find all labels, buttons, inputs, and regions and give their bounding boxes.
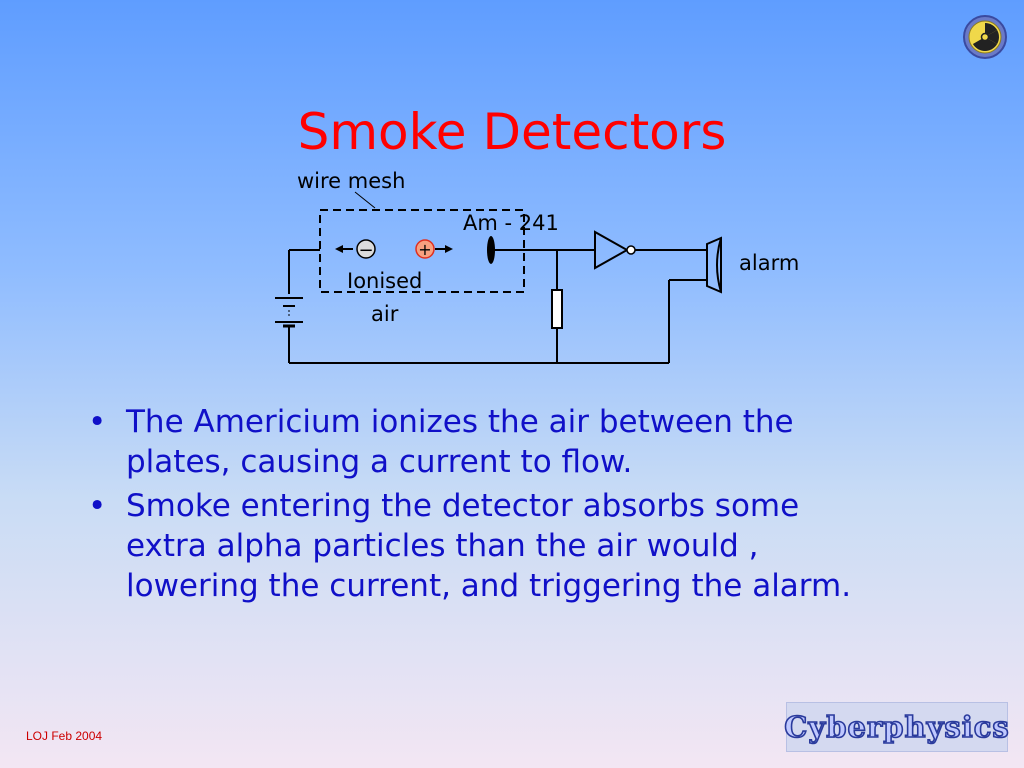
cyberphysics-logo: Cyberphysics [783, 702, 1010, 752]
bullet-text: The Americium ionizes the air between th… [126, 404, 794, 480]
minus-sign: − [358, 240, 373, 261]
footer-date: LOJ Feb 2004 [26, 729, 103, 743]
logo-text: Cyberphysics [783, 709, 1010, 745]
mesh-pointer-line [354, 191, 376, 209]
am241-label: Am - 241 [463, 211, 559, 235]
plus-sign: + [418, 240, 431, 259]
americium-source [487, 236, 495, 264]
bullet-glyph: • [88, 488, 107, 524]
bullet-item: • The Americium ionizes the air between … [88, 402, 878, 482]
positive-ion-icon: + [415, 239, 453, 259]
bullet-text: Smoke entering the detector absorbs some… [126, 488, 852, 604]
ionised-label: Ionised [347, 269, 422, 293]
air-label: air [371, 302, 399, 326]
speaker-icon [706, 236, 722, 294]
alarm-label: alarm [739, 251, 799, 275]
resistor-icon [551, 289, 563, 329]
wire-mesh-label: wire mesh [297, 169, 405, 193]
smoke-detector-circuit-diagram: − + wire mesh Am - 241 Ionised air alarm [275, 169, 799, 364]
radiation-icon [963, 15, 1007, 59]
bullet-list: • The Americium ionizes the air between … [88, 402, 878, 610]
negative-ion-icon: − [335, 239, 376, 261]
inverter-icon [594, 230, 636, 270]
slide-title: Smoke Detectors [297, 103, 727, 161]
battery-icon [275, 297, 303, 328]
bullet-item: • Smoke entering the detector absorbs so… [88, 486, 878, 606]
bullet-glyph: • [88, 404, 107, 440]
